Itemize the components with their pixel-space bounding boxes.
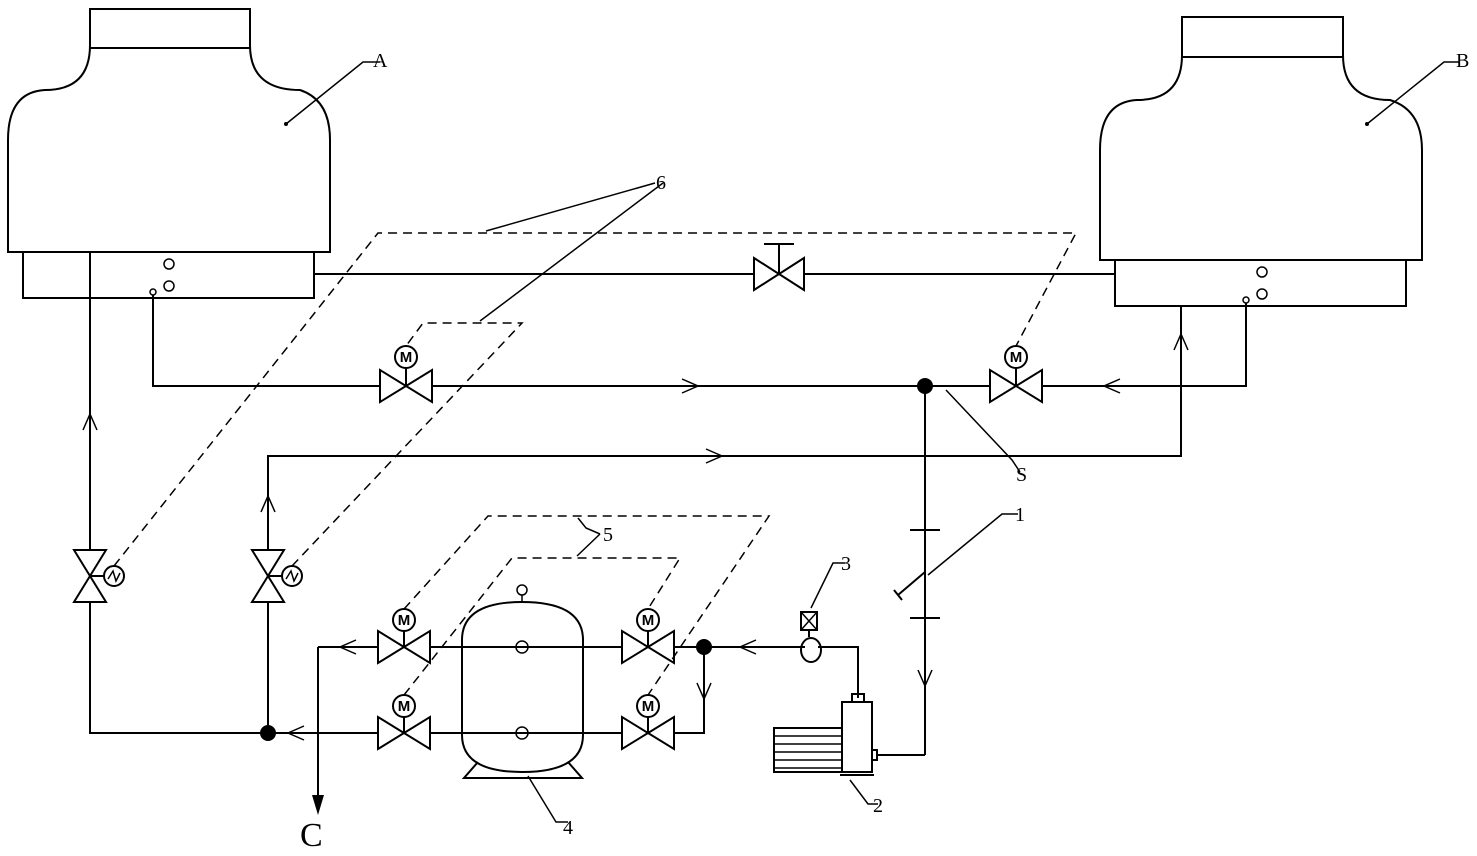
cooling-tower-b (1099, 16, 1423, 307)
motor-letter: M (398, 698, 411, 715)
motor-letter: M (398, 612, 411, 629)
label-signal-6: 6 (656, 172, 666, 194)
label-pipe-1: 1 (1015, 504, 1025, 526)
label-tower-b: B (1456, 50, 1469, 72)
motorized-valve-tank-top-left: M (377, 608, 431, 665)
label-outlet-c: C (300, 817, 323, 854)
arrow-right-icon (681, 378, 700, 394)
arrow-left-icon (1102, 378, 1121, 394)
cooling-tower-a (7, 8, 331, 299)
regulating-valve-tower-b-supply (250, 549, 303, 603)
arrow-right-icon (705, 448, 724, 464)
motor-letter: M (642, 698, 655, 715)
arrow-up-icon (82, 412, 98, 431)
arrow-left-icon (286, 725, 305, 741)
motorized-valve-tank-bottom-left: M (377, 694, 431, 751)
arrow-down-icon (917, 669, 933, 688)
motorized-valve-tank-bottom-right: M (621, 694, 675, 751)
storage-tank (461, 584, 585, 779)
label-bypass-s: S (1016, 464, 1027, 486)
arrow-up-icon (260, 494, 276, 513)
pump (773, 693, 878, 776)
arrow-left-icon (738, 639, 757, 655)
label-pump-2: 2 (873, 795, 883, 817)
signal-lines-5 (403, 515, 771, 696)
label-valve-3: 3 (841, 553, 851, 575)
regulating-valve-tower-a (72, 549, 125, 603)
label-tank-4: 4 (563, 817, 573, 839)
motorized-valve-b-outlet: M (989, 345, 1043, 404)
motorized-valve-a-outlet: M (379, 345, 433, 404)
motor-letter: M (642, 612, 655, 629)
label-signal-5: 5 (603, 524, 613, 546)
motorized-valve-tank-top-right: M (621, 608, 675, 665)
arrow-left-icon (338, 639, 357, 655)
label-tower-a: A (373, 50, 388, 72)
arrow-down-icon (696, 682, 712, 701)
motor-letter: M (400, 349, 413, 366)
valve-3 (800, 611, 822, 663)
leader-lines (284, 61, 1460, 823)
signal-lines-6 (113, 232, 1078, 567)
arrow-up-icon (1173, 332, 1189, 351)
junctions (260, 378, 933, 741)
manual-valve (753, 243, 805, 292)
flow-arrows (82, 332, 1189, 741)
motor-letter: M (1010, 349, 1023, 366)
labels: A B 6 S 1 3 5 4 2 C (300, 50, 1469, 854)
